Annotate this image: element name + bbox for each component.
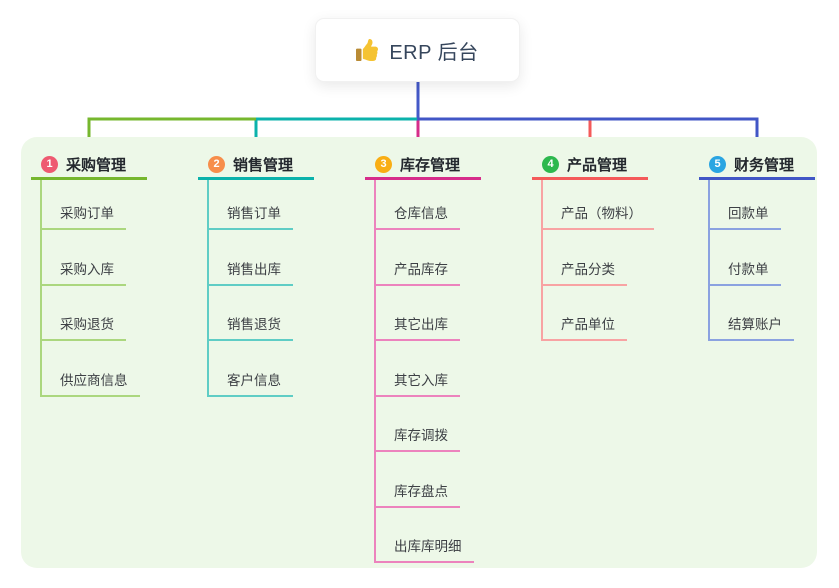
child-node[interactable]: 产品分类 (543, 230, 627, 286)
branch-title-label: 财务管理 (734, 156, 795, 174)
child-node-label: 其它入库 (394, 372, 448, 388)
branch-title[interactable]: 5 财务管理 (699, 151, 815, 180)
root-node-label: ERP 后台 (389, 41, 479, 64)
branch-title[interactable]: 1 采购管理 (31, 151, 147, 180)
child-node-label: 库存调拨 (394, 428, 448, 443)
child-node-label: 采购订单 (60, 206, 114, 221)
child-node[interactable]: 产品库存 (376, 230, 460, 286)
child-node[interactable]: 采购退货 (42, 286, 126, 341)
child-node-label: 其它出库 (394, 317, 448, 332)
child-node[interactable]: 出库库明细 (376, 508, 474, 563)
branch-title-label: 产品管理 (567, 156, 628, 174)
branch-1: 1 采购管理 采购订单采购入库采购退货供应商信息 (31, 151, 147, 397)
branch-title[interactable]: 4 产品管理 (532, 151, 648, 180)
branch-number-badge: 1 (41, 155, 58, 173)
branch-number-badge: 3 (375, 155, 392, 173)
branch-number-badge: 5 (709, 155, 726, 173)
child-node-label: 产品分类 (561, 261, 615, 277)
branch-4: 4 产品管理 产品（物料） 产品分类产品单位 (532, 151, 654, 341)
child-node[interactable]: 仓库信息 (376, 180, 460, 230)
child-node-label: 库存盘点 (394, 483, 448, 499)
child-node[interactable]: 付款单 (710, 230, 781, 286)
branch-title[interactable]: 2 销售管理 (198, 151, 314, 180)
child-node-label: 仓库信息 (394, 206, 448, 221)
branch-title[interactable]: 3 库存管理 (365, 151, 481, 180)
branch-children: 销售订单销售出库销售退货客户信息 (207, 180, 314, 397)
child-node[interactable]: 库存盘点 (376, 452, 460, 508)
child-node-label: 产品库存 (394, 261, 448, 277)
root-node[interactable]: ERP 后台 (315, 18, 520, 82)
child-node[interactable]: 销售退货 (209, 286, 293, 341)
child-node-label: 客户信息 (227, 372, 281, 388)
child-node-label: 结算账户 (728, 317, 782, 332)
child-node[interactable]: 采购订单 (42, 180, 126, 230)
child-node-label: 供应商信息 (60, 372, 128, 388)
branch-children: 采购订单采购入库采购退货供应商信息 (40, 180, 147, 397)
child-node-label: 采购退货 (60, 317, 114, 332)
child-node-label: 销售订单 (227, 206, 281, 221)
child-node-label: 销售出库 (227, 261, 281, 277)
branch-2: 2 销售管理 销售订单销售出库销售退货客户信息 (198, 151, 314, 397)
child-node-label: 出库库明细 (394, 539, 462, 554)
child-node-label: 付款单 (728, 261, 769, 277)
child-node[interactable]: 回款单 (710, 180, 781, 230)
child-node[interactable]: 结算账户 (710, 286, 794, 341)
child-node[interactable]: 其它出库 (376, 286, 460, 341)
branch-5: 5 财务管理 回款单付款单结算账户 (699, 151, 815, 341)
child-node[interactable]: 产品单位 (543, 286, 627, 341)
child-node[interactable]: 产品（物料） (543, 180, 654, 230)
thumbs-up-icon (356, 39, 379, 61)
child-node[interactable]: 库存调拨 (376, 397, 460, 452)
child-node[interactable]: 其它入库 (376, 341, 460, 397)
branch-title-label: 采购管理 (66, 156, 127, 174)
child-node-label: 回款单 (728, 206, 769, 221)
child-node[interactable]: 销售订单 (209, 180, 293, 230)
child-node-label: 产品单位 (561, 317, 615, 332)
branch-number-badge: 4 (542, 155, 559, 173)
branch-3: 3 库存管理 仓库信息产品库存其它出库其它入库库存调拨库存盘点出库库明细 (365, 151, 481, 563)
branch-number-badge: 2 (208, 155, 225, 173)
child-node[interactable]: 供应商信息 (42, 341, 140, 397)
child-node[interactable]: 采购入库 (42, 230, 126, 286)
child-node[interactable]: 客户信息 (209, 341, 293, 397)
child-node[interactable]: 销售出库 (209, 230, 293, 286)
branches-panel (21, 137, 817, 568)
branch-title-label: 库存管理 (400, 156, 461, 174)
child-node-label: 销售退货 (227, 317, 281, 332)
branch-children: 产品（物料） 产品分类产品单位 (541, 180, 654, 341)
branch-title-label: 销售管理 (233, 156, 294, 174)
child-node-label: 产品（物料） (561, 206, 642, 221)
branch-children: 回款单付款单结算账户 (708, 180, 815, 341)
child-node-label: 采购入库 (60, 261, 114, 277)
branch-children: 仓库信息产品库存其它出库其它入库库存调拨库存盘点出库库明细 (374, 180, 481, 563)
